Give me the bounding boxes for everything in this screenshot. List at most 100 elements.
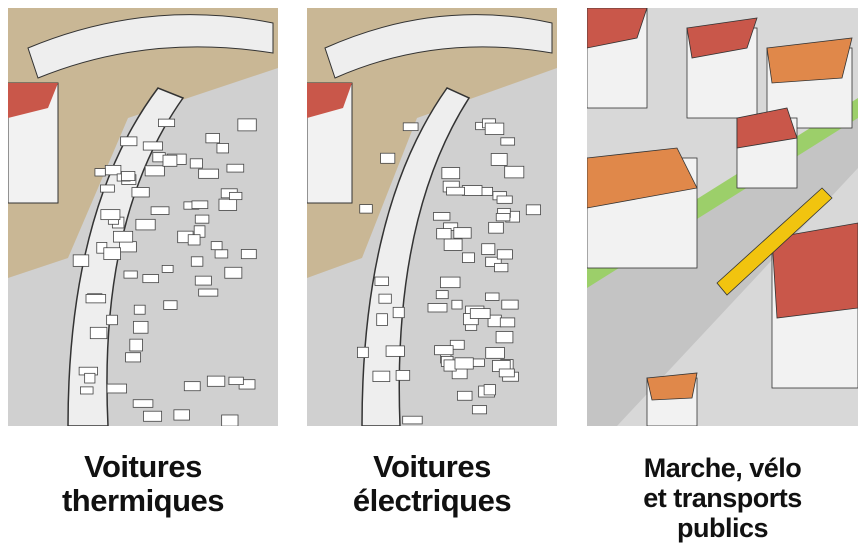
car-drawing [525,204,541,216]
caption-line: Voitures [373,449,491,484]
car-drawing [402,415,423,425]
car-drawing [441,167,461,180]
car-drawing [226,163,245,173]
car-drawing [237,118,257,132]
car-drawing [461,185,483,196]
car-drawing [85,294,107,304]
car-drawing [378,293,392,304]
car-drawing [72,254,90,267]
car-drawing [133,320,149,334]
car-drawing [504,165,525,179]
car-drawing [100,209,121,221]
car-drawing [483,384,496,396]
car-drawing [402,122,419,132]
car-drawing [484,122,505,135]
car-drawing [100,184,115,193]
car-drawing [103,247,121,260]
car-drawing [485,347,505,359]
car-drawing [462,252,475,263]
car-drawing [119,241,137,253]
car-drawing [229,191,243,201]
car-drawing [183,381,201,392]
car-drawing [433,212,451,221]
car-drawing [142,274,159,284]
car-drawing [143,410,163,422]
car-drawing [120,136,138,147]
caption-line: Voitures [84,449,202,484]
car-drawing [121,171,136,182]
car-drawing [481,243,496,255]
car-drawing [84,372,96,384]
car-drawing [206,375,226,387]
car-drawing [434,345,454,356]
car-drawing [89,326,108,340]
car-drawing [106,314,118,326]
car-drawing [357,346,369,358]
car-drawing [125,352,142,363]
car-drawing [190,256,204,267]
car-drawing [392,306,405,319]
caption-walk-bike-transit: Marche, vélo et transports publics [587,453,858,543]
car-drawing [158,118,176,128]
car-drawing [427,303,448,313]
car-drawing [216,143,229,154]
highway-traffic-drawing [8,8,278,426]
car-drawing [500,137,516,146]
city-street-drawing [587,8,858,426]
car-drawing [131,187,150,198]
car-drawing [240,249,257,260]
car-drawing [485,256,502,267]
car-drawing [144,165,165,177]
car-drawing [449,339,465,350]
car-drawing [490,153,508,166]
car-drawing [496,249,513,260]
car-drawing [163,300,178,310]
car-drawing [133,304,146,315]
caption-electric-cars: Voitures électriques [297,450,567,518]
car-drawing [374,276,389,286]
car-drawing [80,386,94,395]
car-drawing [150,206,170,215]
car-drawing [129,338,143,352]
car-drawing [451,299,463,310]
car-drawing [218,198,238,211]
car-drawing [453,227,472,239]
car-drawing [485,292,500,301]
car-drawing [380,152,396,164]
car-drawing [210,241,223,251]
car-drawing [376,313,388,326]
car-drawing [495,331,514,344]
car-drawing [495,213,511,222]
car-drawing [142,141,163,151]
car-drawing [454,357,474,370]
car-drawing [488,221,504,234]
car-drawing [471,405,487,415]
car-drawing [221,414,239,426]
car-drawing [443,359,457,372]
caption-line: et transports [643,483,802,513]
car-drawing [189,158,203,169]
car-drawing [494,262,509,273]
car-drawing [135,218,156,231]
car-drawing [162,154,178,167]
car-drawing [372,370,391,382]
highway-traffic-drawing [307,8,557,426]
illustration-walk-bike-transit [587,8,858,426]
car-drawing [395,370,411,381]
car-drawing [224,266,243,279]
car-drawing [187,234,201,246]
car-drawing [436,228,452,240]
caption-thermal-cars: Voitures thermiques [8,450,278,518]
car-drawing [435,290,449,300]
car-drawing [161,264,174,273]
illustration-thermal-cars [8,8,278,426]
car-drawing [104,164,122,176]
car-drawing [499,317,516,328]
car-drawing [457,390,473,401]
car-drawing [446,186,465,196]
car-drawing [385,345,405,357]
car-drawing [469,308,491,319]
car-drawing [214,249,229,259]
car-drawing [123,270,138,279]
car-drawing [106,383,127,394]
